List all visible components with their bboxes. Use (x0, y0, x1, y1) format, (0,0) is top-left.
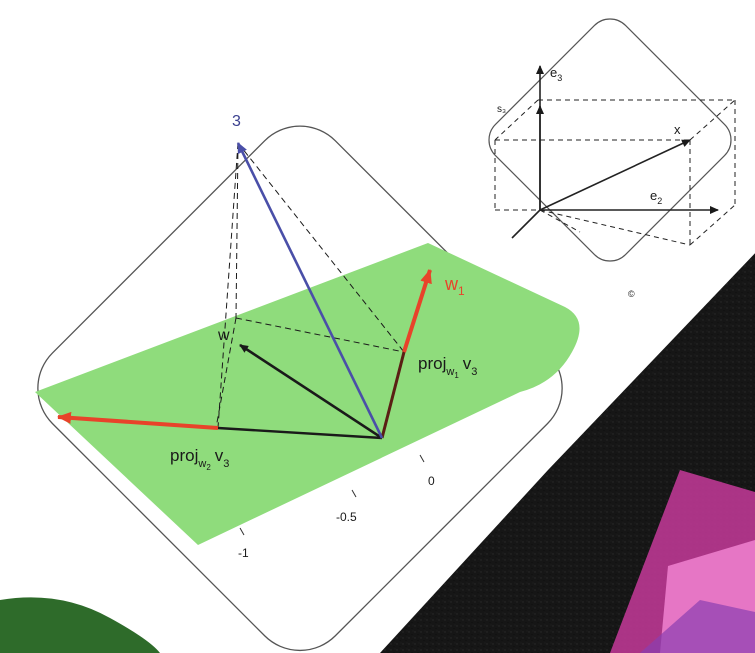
purple-shape (640, 600, 755, 653)
inset-axis-e1 (511, 209, 541, 239)
vector-w (239, 343, 383, 440)
green-blob (0, 597, 160, 653)
inset-s3-label: s₃ (497, 104, 506, 115)
axis-tick-label-neg-0-5: -0.5 (336, 510, 357, 524)
vector-proj-w1 (380, 351, 406, 439)
vector-w2 (57, 411, 219, 430)
vector-proj-w2 (217, 426, 383, 440)
label-proj-w2-v3: projw2v3 (170, 446, 229, 472)
axis-tick-label-0: 0 (428, 474, 435, 488)
inset-x-label: x (674, 122, 681, 137)
inset-e3-label: e3 (550, 65, 562, 83)
label-top-3: 3 (232, 113, 241, 130)
vector-w1 (402, 269, 432, 353)
label-proj-w1-v3: projw1v3 (418, 354, 477, 380)
inset-e2-label: e2 (650, 188, 662, 206)
green-plane (35, 243, 580, 545)
inset-vector-x (539, 139, 691, 211)
axis-tick-label-neg-1: -1 (238, 546, 249, 560)
inset-diagram: e3 s₃ x e2 © (488, 18, 736, 299)
main-diagram: 3 w w1 projw1v3 projw2v3 0 -0.5 -1 (35, 113, 580, 652)
inset-frame (488, 18, 732, 262)
vector-v3 (236, 142, 384, 439)
label-w1: w1 (444, 274, 465, 298)
inset-copyright: © (628, 289, 635, 299)
label-w: w (217, 327, 230, 344)
